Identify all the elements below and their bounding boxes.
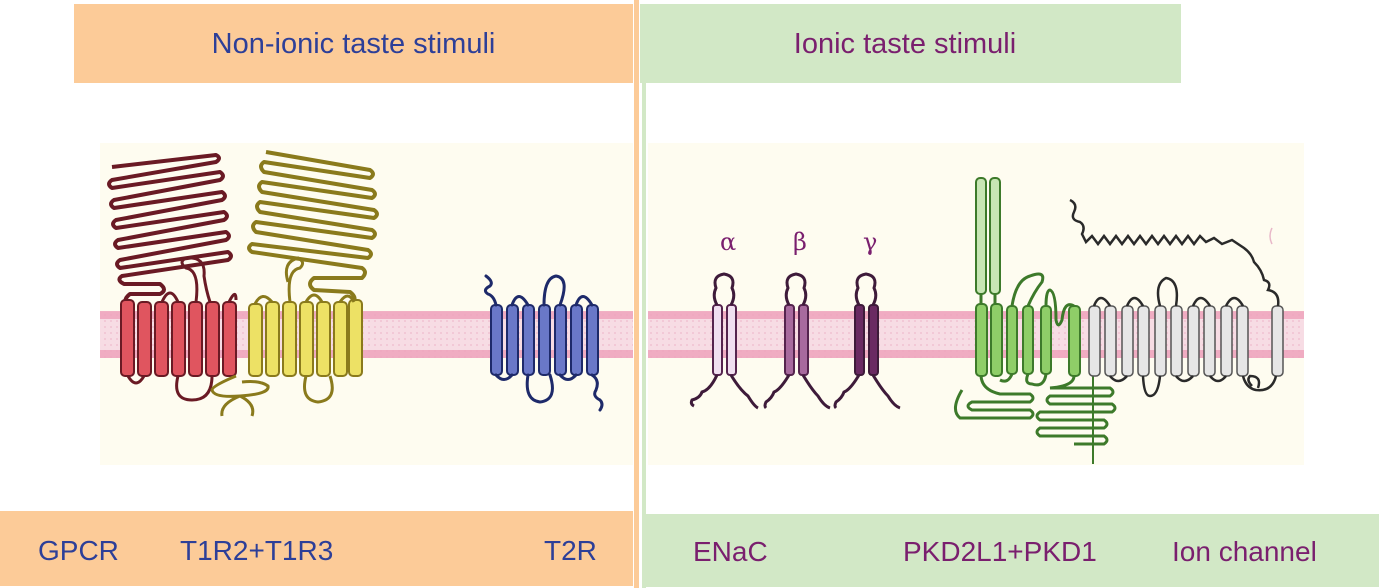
t2r-receptor — [483, 274, 604, 412]
non-ionic-header-banner: Non-ionic taste stimuli — [74, 4, 633, 83]
enac-gamma-label: γ — [863, 228, 878, 256]
ion-channel-class-label: Ion channel — [1172, 536, 1317, 567]
gpcr-class-label: GPCR — [38, 535, 119, 566]
enac-beta-label: β — [793, 228, 807, 256]
green-divider-line — [642, 83, 646, 588]
t1r2-receptor — [107, 153, 238, 402]
ionic-header-title: Ionic taste stimuli — [793, 28, 1017, 60]
t1r3-extracellular-domain — [247, 150, 379, 306]
t2r-transmembrane-helices — [490, 304, 599, 376]
t1r2-transmembrane-helices — [120, 299, 237, 377]
t1r3-receptor — [210, 150, 379, 417]
enac-alpha-subunit — [689, 272, 759, 410]
orange-divider-line — [634, 0, 639, 588]
pkd2l1-channel — [954, 177, 1117, 464]
ionic-header-banner: Ionic taste stimuli — [640, 4, 1181, 83]
non-ionic-header-title: Non-ionic taste stimuli — [211, 28, 496, 60]
gpcr-footer-banner: GPCR T1R2+T1R3 T2R — [0, 511, 633, 586]
enac-alpha-label: α — [720, 228, 737, 256]
pkd1-protein — [1069, 198, 1284, 398]
t1r3-transmembrane-helices — [248, 299, 363, 377]
t1r2-t1r3-label: T1R2+T1R3 — [180, 535, 334, 566]
pkd1-n-terminal-tail — [1069, 198, 1280, 307]
t1r2-extracellular-domain — [107, 153, 233, 308]
ion-channel-footer-banner: ENaC PKD2L1+PKD1 Ion channel — [642, 514, 1379, 587]
enac-gamma-subunit — [833, 272, 901, 410]
enac-label: ENaC — [693, 536, 768, 567]
enac-beta-subunit — [763, 272, 831, 410]
enac-panel — [648, 143, 946, 465]
pkd2l1-pkd1-label: PKD2L1+PKD1 — [903, 536, 1097, 567]
t2r-label: T2R — [544, 535, 597, 566]
